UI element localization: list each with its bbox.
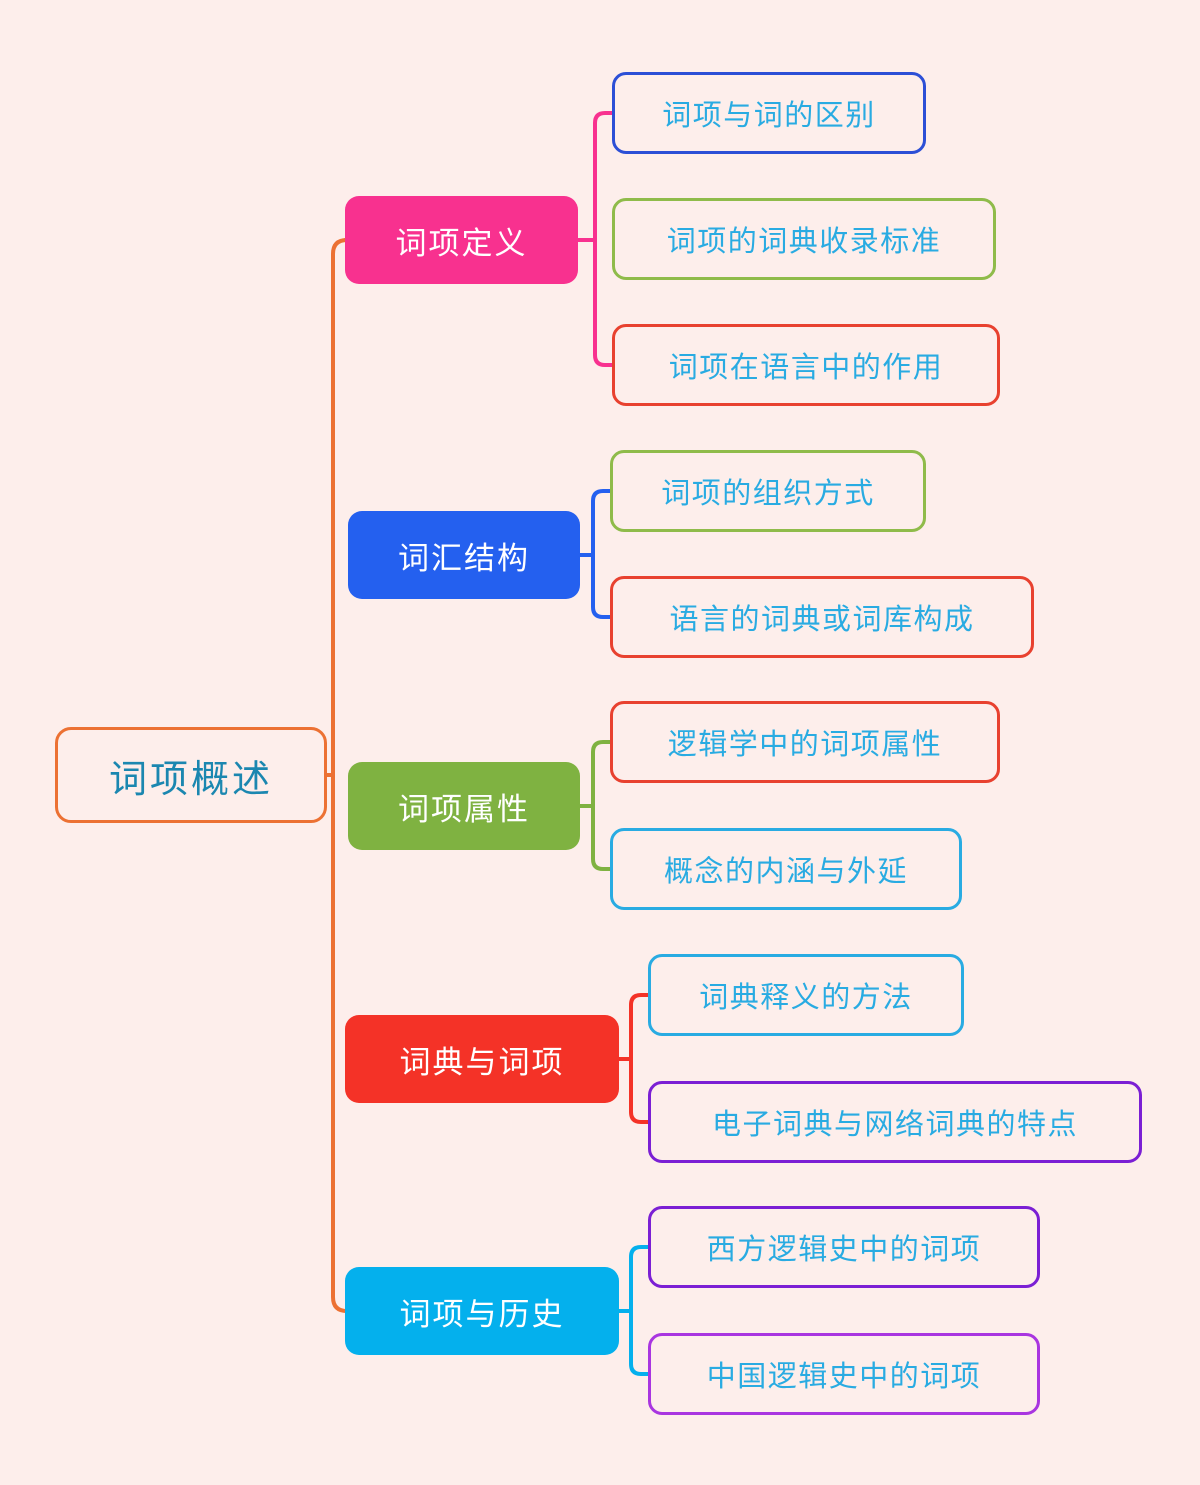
leaf-node-1-3-label: 词项在语言中的作用 — [668, 352, 944, 384]
branch-bracket-5 — [629, 1245, 650, 1376]
root-node[interactable]: 词项概述 — [55, 727, 327, 823]
root-spine-connector — [331, 238, 349, 1313]
branch-node-4-label: 词典与词项 — [399, 1044, 565, 1080]
leaf-node-5-2-label: 中国逻辑史中的词项 — [706, 1361, 982, 1393]
branch-node-4[interactable]: 词典与词项 — [345, 1015, 619, 1103]
leaf-node-1-2[interactable]: 词项的词典收录标准 — [612, 198, 996, 280]
branch-bracket-4 — [629, 993, 650, 1124]
branch-bracket-3 — [591, 740, 612, 871]
leaf-node-1-1[interactable]: 词项与词的区别 — [612, 72, 926, 154]
branch-node-3[interactable]: 词项属性 — [348, 762, 580, 850]
leaf-node-5-1[interactable]: 西方逻辑史中的词项 — [648, 1206, 1040, 1288]
leaf-node-4-2-label: 电子词典与网络词典的特点 — [711, 1109, 1078, 1141]
branch-node-1-label: 词项定义 — [395, 225, 528, 261]
leaf-node-4-1[interactable]: 词典释义的方法 — [648, 954, 964, 1036]
leaf-node-1-2-label: 词项的词典收录标准 — [666, 226, 942, 258]
leaf-node-2-2[interactable]: 语言的词典或词库构成 — [610, 576, 1034, 658]
root-node-label: 词项概述 — [108, 758, 273, 801]
leaf-node-1-1-label: 词项与词的区别 — [662, 100, 876, 132]
branch-node-3-label: 词项属性 — [398, 791, 530, 827]
leaf-node-3-1[interactable]: 逻辑学中的词项属性 — [610, 701, 1000, 783]
leaf-node-5-1-label: 西方逻辑史中的词项 — [706, 1234, 982, 1266]
branch-node-2[interactable]: 词汇结构 — [348, 511, 580, 599]
branch-bracket-2 — [591, 489, 612, 619]
leaf-node-1-3[interactable]: 词项在语言中的作用 — [612, 324, 1000, 406]
branch-bracket-1 — [593, 111, 614, 367]
leaf-node-4-1-label: 词典释义的方法 — [699, 982, 913, 1014]
leaf-node-5-2[interactable]: 中国逻辑史中的词项 — [648, 1333, 1040, 1415]
branch-node-1[interactable]: 词项定义 — [345, 196, 578, 284]
leaf-node-2-1[interactable]: 词项的组织方式 — [610, 450, 926, 532]
leaf-node-2-2-label: 语言的词典或词库构成 — [669, 604, 975, 636]
leaf-node-3-1-label: 逻辑学中的词项属性 — [667, 729, 943, 761]
leaf-node-3-2[interactable]: 概念的内涵与外延 — [610, 828, 962, 910]
leaf-node-4-2[interactable]: 电子词典与网络词典的特点 — [648, 1081, 1142, 1163]
leaf-node-2-1-label: 词项的组织方式 — [661, 478, 875, 510]
leaf-node-3-2-label: 概念的内涵与外延 — [663, 856, 908, 888]
branch-node-2-label: 词汇结构 — [398, 540, 530, 576]
branch-node-5-label: 词项与历史 — [399, 1296, 565, 1332]
branch-node-5[interactable]: 词项与历史 — [345, 1267, 619, 1355]
